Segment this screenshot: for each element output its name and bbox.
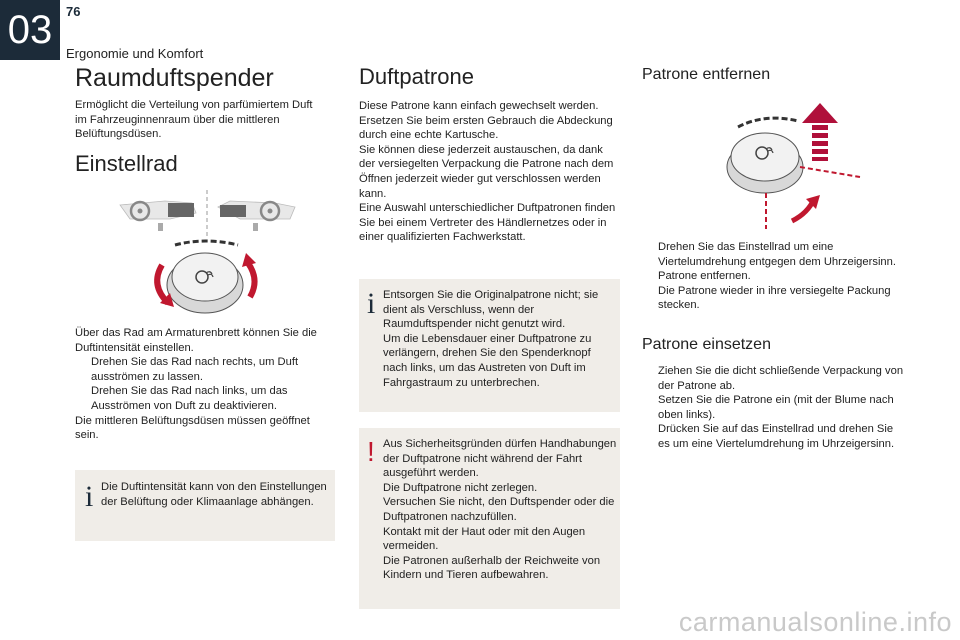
entfernen-list: Drehen Sie das Einstellrad um eine Viert… bbox=[642, 240, 904, 313]
list-item: Drehen Sie das Rad nach links, um das Au… bbox=[75, 384, 325, 413]
info-box-left: i Die Duftintensität kann von den Einste… bbox=[75, 470, 335, 541]
warning-line: Die Patronen außerhalb der Reichweite vo… bbox=[383, 554, 601, 582]
watermark: carmanualsonline.info bbox=[678, 607, 952, 637]
bullet-text: Drehen Sie das Rad nach links, um das Au… bbox=[91, 385, 288, 412]
info-box-text: Entsorgen Sie die Originalpatrone nicht;… bbox=[383, 288, 615, 390]
info-box-text: Die Duftintensität kann von den Einstell… bbox=[101, 481, 327, 508]
chapter-tab: 03 bbox=[0, 0, 60, 60]
list-item: Ziehen Sie die dicht schließende Verpack… bbox=[642, 364, 904, 393]
warning-line: Versuchen Sie nicht, den Duftspender ode… bbox=[383, 496, 615, 523]
page-title: Raumduftspender bbox=[75, 64, 274, 92]
bullet-text: Drehen Sie das Rad nach rechts, um Duft … bbox=[91, 356, 299, 383]
duftpatrone-text: Diese Patrone kann einfach gewechselt we… bbox=[359, 99, 621, 245]
einsetzen-list: Ziehen Sie die dicht schließende Verpack… bbox=[642, 364, 904, 452]
info-icon: i bbox=[367, 287, 376, 320]
section-title-einstellrad: Einstellrad bbox=[75, 151, 178, 176]
bullet-text: Ziehen Sie die dicht schließende Verpack… bbox=[658, 365, 904, 392]
list-item: Drücken Sie auf das Einstellrad und dreh… bbox=[642, 422, 904, 451]
intro-text: Ermöglicht die Verteilung von parfümiert… bbox=[75, 99, 313, 141]
einstellrad-text: Über das Rad am Armaturenbrett können Si… bbox=[75, 326, 325, 443]
bullet-text: Setzen Sie die Patrone ein (mit der Blum… bbox=[658, 394, 894, 421]
bullet-text: Patrone entfernen. bbox=[658, 270, 751, 283]
list-item: Patrone entfernen. bbox=[642, 269, 904, 284]
chapter-number: 03 bbox=[7, 8, 53, 52]
bullet-text: Die Patrone wieder in ihre versiegelte P… bbox=[658, 284, 891, 312]
list-item: Drehen Sie das Rad nach rechts, um Duft … bbox=[75, 355, 325, 384]
cartridge-illustration bbox=[726, 103, 861, 229]
section-title-duftpatrone: Duftpatrone bbox=[359, 64, 474, 89]
page-number: 76 bbox=[66, 4, 81, 19]
bullet-text: Drehen Sie das Einstellrad um eine Viert… bbox=[658, 241, 896, 268]
list-item: Drehen Sie das Einstellrad um eine Viert… bbox=[642, 240, 904, 269]
paragraph: Sie können diese jederzeit austauschen, … bbox=[359, 143, 614, 200]
chapter-title: Ergonomie und Komfort bbox=[66, 46, 204, 61]
paragraph: Eine Auswahl unterschiedlicher Duftpatro… bbox=[359, 202, 616, 244]
info-line: Um die Lebensdauer einer Duftpatrone zu … bbox=[383, 332, 592, 389]
paragraph: Ersetzen Sie beim ersten Gebrauch die Ab… bbox=[359, 114, 613, 142]
knob-illustration bbox=[119, 190, 296, 314]
warning-box: ! Aus Sicherheitsgründen dürfen Handhabu… bbox=[359, 428, 620, 609]
warning-box-text: Aus Sicherheitsgründen dürfen Handhabung… bbox=[383, 437, 617, 583]
list-item: Die Patrone wieder in ihre versiegelte P… bbox=[642, 284, 904, 313]
warning-icon: ! bbox=[367, 436, 375, 467]
list-item: Setzen Sie die Patrone ein (mit der Blum… bbox=[642, 393, 904, 422]
info-icon: i bbox=[85, 480, 94, 513]
section-title-entfernen: Patrone entfernen bbox=[642, 66, 771, 83]
einstellrad-body: Über das Rad am Armaturenbrett können Si… bbox=[75, 327, 317, 354]
info-box-middle: i Entsorgen Sie die Originalpatrone nich… bbox=[359, 279, 620, 412]
section-title-einsetzen: Patrone einsetzen bbox=[642, 336, 771, 353]
info-line: Entsorgen Sie die Originalpatrone nicht;… bbox=[383, 289, 599, 331]
warning-line: Kontakt mit der Haut oder mit den Augen … bbox=[383, 525, 586, 553]
warning-line: Aus Sicherheitsgründen dürfen Handhabung… bbox=[383, 438, 617, 480]
bullet-text: Drücken Sie auf das Einstellrad und dreh… bbox=[658, 423, 895, 450]
warning-line: Die Duftpatrone nicht zerlegen. bbox=[383, 481, 538, 494]
paragraph: Diese Patrone kann einfach gewechselt we… bbox=[359, 100, 599, 112]
einstellrad-after: Die mittleren Belüftungsdüsen müssen geö… bbox=[75, 414, 310, 442]
